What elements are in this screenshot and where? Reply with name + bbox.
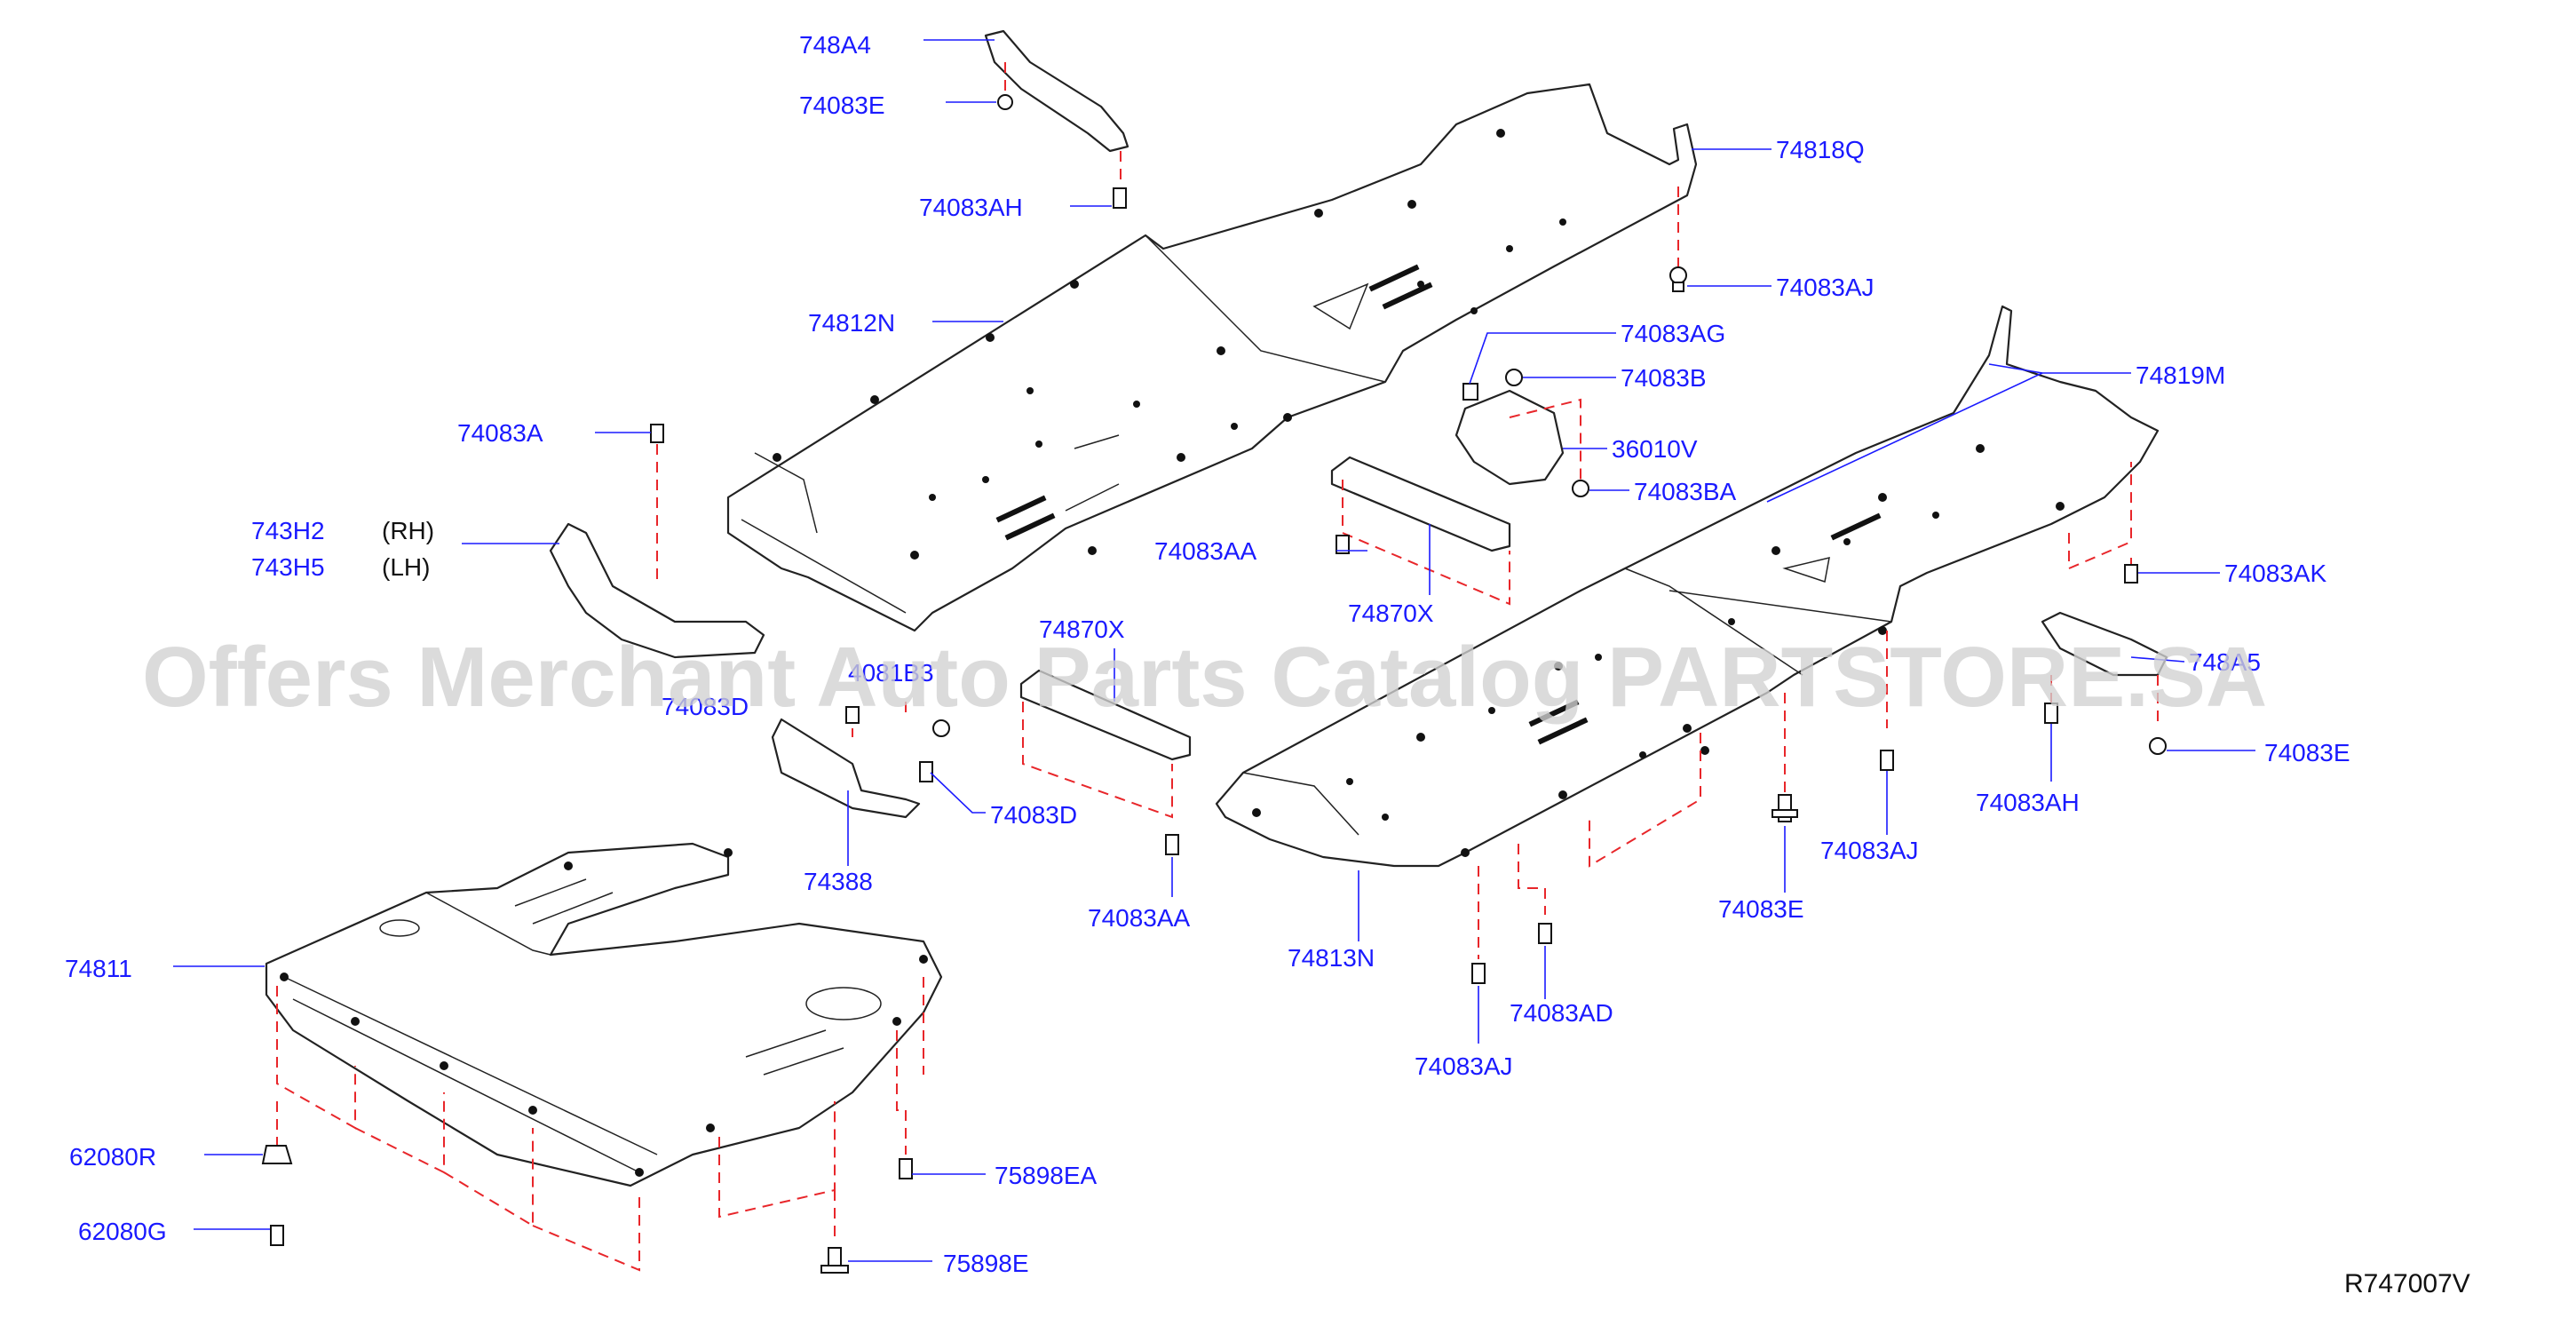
- fastener-74083d-left[interactable]: [845, 706, 860, 724]
- fastener-74083ad[interactable]: [1538, 923, 1552, 944]
- fastener-75898e[interactable]: [820, 1247, 849, 1274]
- fastener-74083aa-mid[interactable]: [1336, 535, 1350, 554]
- fastener-74083a[interactable]: [650, 424, 664, 443]
- fastener-74083b[interactable]: [1505, 369, 1523, 386]
- bracket-74388[interactable]: [771, 718, 921, 819]
- label-74083ah-top[interactable]: 74083AH: [919, 194, 1023, 221]
- label-74818q[interactable]: 74818Q: [1776, 136, 1865, 163]
- panel-74811[interactable]: [265, 842, 943, 1187]
- label-74083ad[interactable]: 74083AD: [1510, 999, 1613, 1027]
- panel-74812n-holes: [773, 129, 1566, 560]
- fastener-74083d-right[interactable]: [919, 761, 933, 782]
- callout-labels: 748A4 74083E 74083AH 74818Q 74083AJ 7481…: [65, 31, 2350, 1277]
- label-74083e-right[interactable]: 74083E: [2264, 739, 2350, 766]
- fastener-74083ak[interactable]: [2124, 564, 2138, 584]
- label-743h5-side: (LH): [382, 553, 430, 581]
- fastener-74083aj-mid[interactable]: [1880, 750, 1894, 771]
- label-74083e-top[interactable]: 74083E: [799, 91, 885, 119]
- fastener-74083ah-top[interactable]: [1113, 187, 1127, 209]
- label-748a4[interactable]: 748A4: [799, 31, 871, 59]
- panel-74812n-stamps: [995, 264, 1433, 541]
- panel-74813n-74819m[interactable]: [1215, 305, 2160, 868]
- fastener-4081b3[interactable]: [932, 719, 950, 737]
- fastener-74083ag[interactable]: [1462, 383, 1478, 401]
- bracket-743h2-743h5[interactable]: [549, 522, 765, 659]
- label-74083aa-mid[interactable]: 74083AA: [1154, 537, 1257, 565]
- label-743h5[interactable]: 743H5: [251, 553, 325, 581]
- fastener-62080g[interactable]: [270, 1225, 284, 1246]
- bracket-748a5[interactable]: [2041, 611, 2168, 677]
- label-74870x-left[interactable]: 74870X: [1039, 615, 1125, 643]
- label-743h2[interactable]: 743H2: [251, 517, 325, 544]
- label-62080r[interactable]: 62080R: [69, 1143, 156, 1171]
- leader-lines: [173, 39, 2255, 1262]
- label-74870x-mid[interactable]: 74870X: [1348, 599, 1434, 627]
- label-62080g[interactable]: 62080G: [78, 1218, 167, 1245]
- label-74083d-right[interactable]: 74083D: [990, 801, 1077, 829]
- label-74083d-left[interactable]: 74083D: [662, 693, 749, 720]
- label-36010v[interactable]: 36010V: [1612, 435, 1698, 463]
- label-75898e[interactable]: 75898E: [943, 1250, 1029, 1277]
- label-74083ah-right[interactable]: 74083AH: [1976, 789, 2080, 816]
- watermark: Offers Merchant Auto Parts Catalog PARTS…: [142, 630, 2267, 725]
- fastener-74083ah-right[interactable]: [2044, 703, 2058, 724]
- fastener-62080r[interactable]: [261, 1145, 293, 1164]
- label-743h2-side: (RH): [382, 517, 434, 544]
- panel-74812n[interactable]: [726, 83, 1698, 632]
- stiffener-74870x-left[interactable]: [1019, 669, 1192, 761]
- label-74083a[interactable]: 74083A: [457, 419, 543, 447]
- label-74083ba[interactable]: 74083BA: [1634, 478, 1737, 505]
- label-74819m[interactable]: 74819M: [2136, 361, 2225, 389]
- label-4081b3[interactable]: 4081B3: [848, 659, 934, 687]
- hidden-lines: [276, 62, 2159, 1272]
- panel-74813n-holes: [1252, 444, 2065, 857]
- fastener-74083e-right[interactable]: [2149, 737, 2167, 755]
- fastener-75898ea[interactable]: [899, 1158, 913, 1179]
- fastener-74083aa-low[interactable]: [1165, 834, 1179, 855]
- diagram-reference: R747007V: [2344, 1269, 2470, 1298]
- panel-74811-holes: [280, 848, 928, 1177]
- fasteners: [261, 94, 2167, 1274]
- label-74083ag[interactable]: 74083AG: [1621, 320, 1725, 347]
- label-74083e-mid[interactable]: 74083E: [1718, 895, 1804, 923]
- label-74083aj-top[interactable]: 74083AJ: [1776, 274, 1875, 301]
- bracket-36010v[interactable]: [1454, 389, 1565, 486]
- fastener-74083aj-top[interactable]: [1669, 266, 1687, 292]
- fastener-74083aj-low[interactable]: [1471, 963, 1486, 984]
- label-75898ea[interactable]: 75898EA: [995, 1162, 1098, 1189]
- label-74083ak[interactable]: 74083AK: [2224, 560, 2327, 587]
- label-74083aj-low[interactable]: 74083AJ: [1415, 1052, 1513, 1080]
- fastener-74083e-mid[interactable]: [1771, 794, 1798, 822]
- label-748a5[interactable]: 748A5: [2189, 648, 2261, 676]
- stiffener-74870x-mid[interactable]: [1330, 456, 1511, 552]
- label-74812n[interactable]: 74812N: [808, 309, 895, 337]
- fastener-74083e-top[interactable]: [997, 94, 1013, 110]
- panel-74813n-stamps: [1528, 512, 1882, 745]
- label-74811[interactable]: 74811: [65, 955, 132, 982]
- label-74813n[interactable]: 74813N: [1288, 944, 1375, 972]
- label-74083aj-mid[interactable]: 74083AJ: [1820, 837, 1919, 864]
- fastener-74083ba[interactable]: [1572, 480, 1589, 497]
- label-74083aa-low[interactable]: 74083AA: [1088, 904, 1191, 932]
- label-74083b[interactable]: 74083B: [1621, 364, 1707, 392]
- bracket-748a4[interactable]: [984, 29, 1129, 153]
- label-74388[interactable]: 74388: [804, 868, 873, 895]
